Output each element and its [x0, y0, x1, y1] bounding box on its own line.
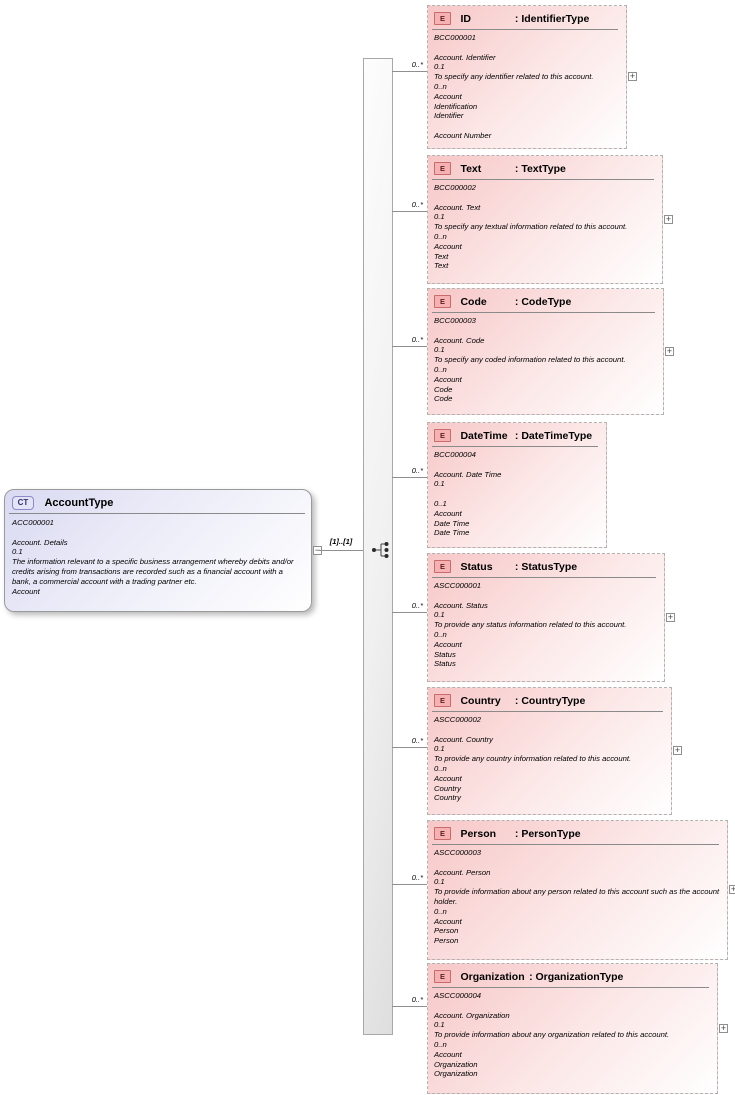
divider — [9, 513, 305, 514]
expand-icon[interactable]: + — [665, 345, 674, 356]
element-type: : PersonType — [514, 827, 581, 840]
element-type: : CodeType — [514, 295, 572, 308]
element-name: DateTime — [460, 429, 508, 442]
element-icon: E — [434, 694, 451, 708]
expand-icon[interactable]: + — [673, 745, 682, 755]
expand-icon[interactable]: + — [719, 1022, 728, 1033]
divider — [432, 577, 656, 578]
connector-line — [319, 550, 363, 551]
divider — [432, 844, 719, 845]
element-name: ID — [460, 12, 471, 25]
cardinality-label: 0..* — [411, 601, 423, 610]
element-type: : CountryType — [514, 694, 586, 707]
connector-line — [392, 211, 427, 212]
element-icon: E — [434, 162, 451, 176]
cardinality-label: 0..* — [411, 200, 423, 209]
cardinality-label: 0..* — [411, 335, 423, 344]
node-text[interactable]: E Text : TextType BCC000002 Account. Tex… — [427, 155, 673, 284]
connector-line — [392, 1006, 427, 1007]
divider — [432, 446, 598, 447]
node-text-header: E Text : TextType — [434, 160, 660, 176]
node-annotation-text: ACC000001 Account. Details 0.1 The infor… — [12, 518, 294, 596]
element-annotation-text: BCC000002 Account. Text 0.1 To specify a… — [434, 183, 628, 271]
node-status[interactable]: E Status : StatusType ASCC000001 Account… — [427, 553, 675, 682]
node-status-header: E Status : StatusType — [434, 558, 662, 574]
sequence-bar — [363, 58, 393, 1035]
connector-line — [392, 884, 427, 885]
element-name: Organization — [460, 970, 525, 983]
node-title: AccountType — [44, 496, 114, 509]
node-organization[interactable]: E Organization : OrganizationType ASCC00… — [427, 963, 728, 1094]
connector-line — [392, 747, 427, 748]
expand-icon[interactable]: + — [664, 213, 673, 224]
element-type: : OrganizationType — [529, 970, 624, 983]
element-annotation-text: ASCC000001 Account. Status 0.1 To provid… — [434, 581, 627, 669]
element-name: Person — [460, 827, 497, 840]
cardinality-label: 0..* — [411, 466, 423, 475]
node-person[interactable]: E Person : PersonType ASCC000003 Account… — [427, 820, 735, 960]
node-accounttype[interactable]: CT AccountType ACC000001 Account. Detail… — [4, 489, 322, 612]
divider — [432, 711, 663, 712]
element-annotation-text: ASCC000004 Account. Organization 0.1 To … — [434, 991, 670, 1079]
divider — [432, 312, 655, 313]
node-country-header: E Country : CountryType — [434, 692, 669, 708]
element-icon: E — [434, 827, 451, 841]
divider — [432, 29, 618, 30]
element-name: Code — [460, 295, 487, 308]
element-icon: E — [434, 12, 451, 26]
element-icon: E — [434, 429, 451, 443]
node-id[interactable]: E ID : IdentifierType BCC000001 Account.… — [427, 5, 637, 149]
connector-line — [392, 71, 427, 72]
cardinality-label: 0..* — [411, 995, 423, 1004]
node-person-header: E Person : PersonType — [434, 825, 725, 841]
element-name: Status — [460, 560, 493, 573]
connector-line — [392, 612, 427, 613]
element-type: : TextType — [514, 162, 566, 175]
element-type: : DateTimeType — [514, 429, 593, 442]
connector-line — [392, 346, 427, 347]
element-type: : IdentifierType — [514, 12, 590, 25]
node-code-header: E Code : CodeType — [434, 293, 661, 309]
divider — [432, 179, 654, 180]
expand-icon[interactable]: + — [628, 71, 637, 81]
cardinality-label: 0..* — [411, 60, 423, 69]
connector-line — [392, 477, 427, 478]
element-name: Country — [460, 694, 501, 707]
element-annotation-text: BCC000001 Account. Identifier 0.1 To spe… — [434, 33, 594, 140]
expand-icon[interactable]: + — [666, 611, 675, 622]
element-icon: E — [434, 970, 451, 984]
element-icon: E — [434, 295, 451, 309]
expand-icon[interactable]: + — [729, 885, 735, 894]
element-annotation-text: BCC000003 Account. Code 0.1 To specify a… — [434, 316, 626, 404]
node-datetime-header: E DateTime : DateTimeType — [434, 427, 604, 443]
node-id-header: E ID : IdentifierType — [434, 10, 624, 26]
node-datetime[interactable]: E DateTime : DateTimeType BCC000004 Acco… — [427, 422, 607, 548]
element-annotation-text: ASCC000002 Account. Country 0.1 To provi… — [434, 715, 632, 803]
node-country[interactable]: E Country : CountryType ASCC000002 Accou… — [427, 687, 682, 815]
node-organization-header: E Organization : OrganizationType — [434, 968, 715, 984]
cardinality-label: 0..* — [411, 873, 423, 882]
divider — [432, 987, 709, 988]
sequence-icon — [372, 542, 389, 558]
element-type: : StatusType — [514, 560, 578, 573]
node-accounttype-header: CT AccountType — [12, 494, 307, 510]
occurrence-label: [1]..[1] — [329, 537, 353, 546]
node-code[interactable]: E Code : CodeType BCC000003 Account. Cod… — [427, 288, 674, 415]
cardinality-label: 0..* — [411, 736, 423, 745]
complextype-icon: CT — [12, 495, 34, 510]
element-icon: E — [434, 560, 451, 574]
element-annotation-text: ASCC000003 Account. Person 0.1 To provid… — [434, 848, 720, 946]
element-annotation-text: BCC000004 Account. Date Time 0.1 0..1 Ac… — [434, 450, 502, 538]
element-name: Text — [460, 162, 482, 175]
